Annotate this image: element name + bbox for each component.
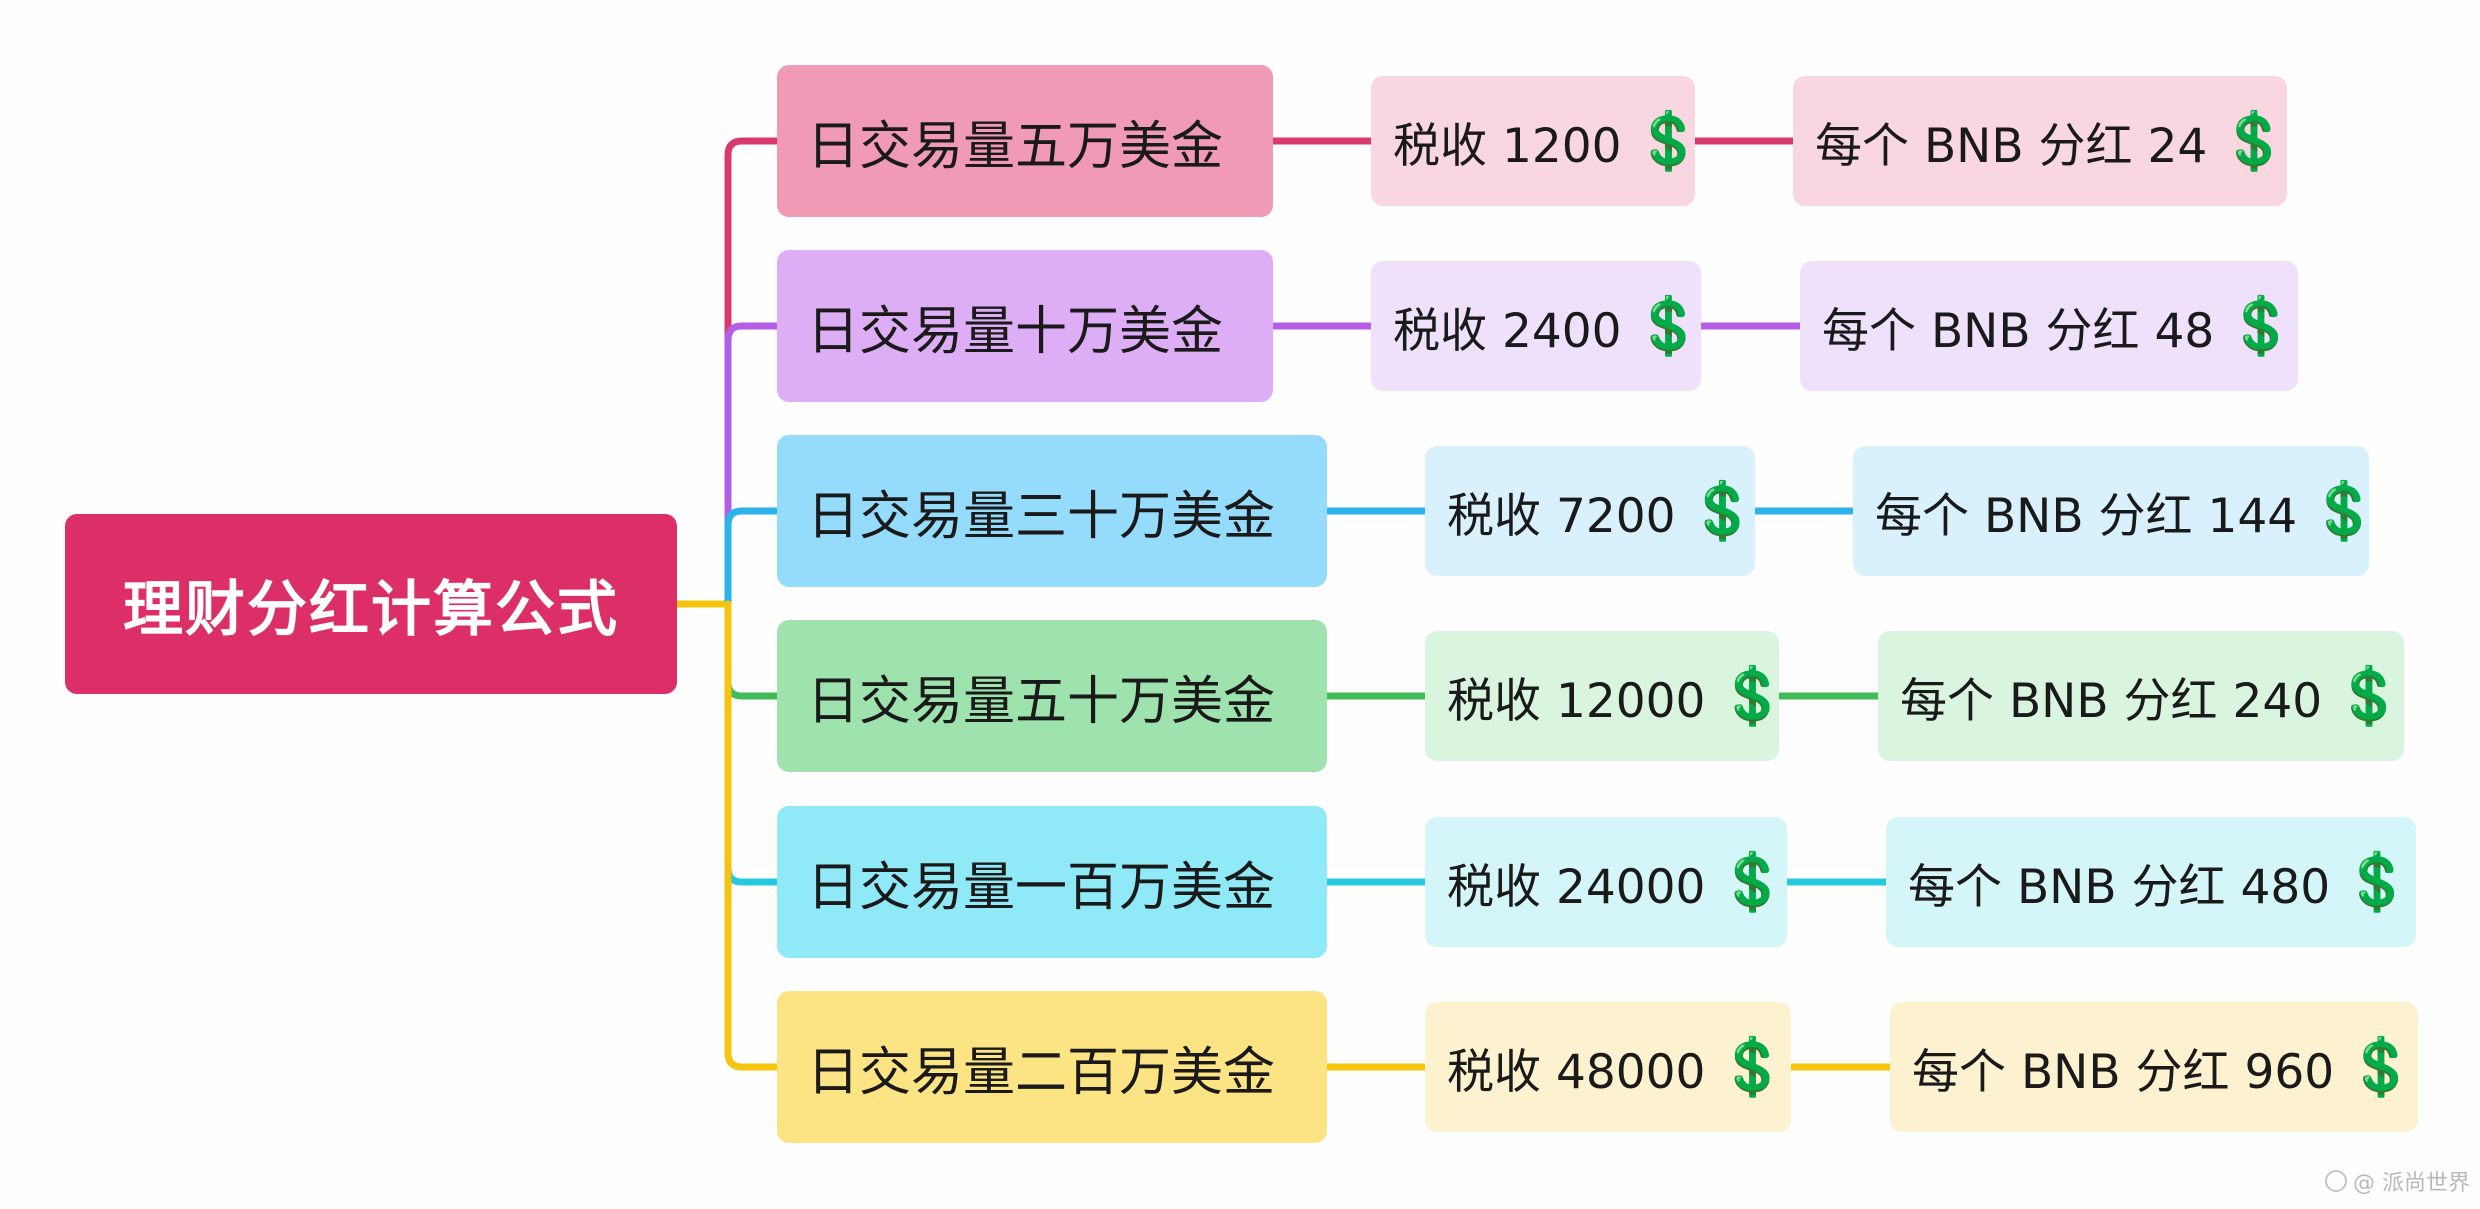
dollar-sign-icon: 💲 xyxy=(2334,664,2404,729)
tax-node[interactable]: 税收 48000💲 xyxy=(1425,1002,1791,1132)
watermark-logo-icon xyxy=(2325,1170,2347,1192)
tax-node[interactable]: 税收 24000💲 xyxy=(1425,817,1787,947)
watermark: @ 派尚世界 xyxy=(2325,1165,2470,1197)
branch-connector xyxy=(724,600,781,700)
bnb-label: 每个 BNB 分红 24 xyxy=(1815,118,2208,174)
bnb-node[interactable]: 每个 BNB 分红 24💲 xyxy=(1793,76,2290,206)
bnb-label: 每个 BNB 分红 48 xyxy=(1822,303,2215,359)
tax-label: 税收 7200 xyxy=(1447,488,1676,544)
tax-label: 税收 12000 xyxy=(1447,673,1706,729)
tax-node[interactable]: 税收 7200💲 xyxy=(1425,446,1758,576)
volume-node[interactable]: 日交易量三十万美金 xyxy=(777,435,1327,587)
bnb-label: 每个 BNB 分红 480 xyxy=(1908,859,2331,915)
dollar-sign-icon: 💲 xyxy=(2346,1035,2416,1100)
dollar-sign-icon: 💲 xyxy=(2309,479,2379,544)
dollar-sign-icon: 💲 xyxy=(2219,109,2290,174)
dollar-sign-icon: 💲 xyxy=(1633,109,1704,174)
volume-label: 日交易量五十万美金 xyxy=(807,671,1276,732)
volume-label: 日交易量二百万美金 xyxy=(807,1042,1276,1103)
volume-node[interactable]: 日交易量二百万美金 xyxy=(777,991,1327,1143)
branch-connector xyxy=(724,507,781,608)
bnb-node[interactable]: 每个 BNB 分红 480💲 xyxy=(1886,817,2416,947)
bnb-label: 每个 BNB 分红 240 xyxy=(1900,673,2323,729)
volume-node[interactable]: 日交易量五万美金 xyxy=(777,65,1273,217)
tax-label: 税收 24000 xyxy=(1447,859,1706,915)
volume-node[interactable]: 日交易量一百万美金 xyxy=(777,806,1327,958)
branch-connector xyxy=(724,600,781,1071)
tax-node[interactable]: 税收 12000💲 xyxy=(1425,631,1787,761)
bnb-node[interactable]: 每个 BNB 分红 144💲 xyxy=(1853,446,2379,576)
bnb-node[interactable]: 每个 BNB 分红 960💲 xyxy=(1890,1002,2418,1132)
tax-label: 税收 48000 xyxy=(1447,1044,1706,1100)
bnb-label: 每个 BNB 分红 144 xyxy=(1875,488,2298,544)
volume-node[interactable]: 日交易量十万美金 xyxy=(777,250,1273,402)
bnb-node[interactable]: 每个 BNB 分红 240💲 xyxy=(1878,631,2404,761)
dollar-sign-icon: 💲 xyxy=(2342,850,2412,915)
volume-label: 日交易量十万美金 xyxy=(807,301,1224,362)
dollar-sign-icon: 💲 xyxy=(2226,294,2297,359)
dollar-sign-icon: 💲 xyxy=(1717,664,1788,729)
volume-label: 日交易量三十万美金 xyxy=(807,486,1276,547)
dollar-sign-icon: 💲 xyxy=(1687,479,1758,544)
volume-label: 日交易量一百万美金 xyxy=(807,857,1276,918)
branch-connector xyxy=(724,600,781,886)
dollar-sign-icon: 💲 xyxy=(1633,294,1704,359)
tax-node[interactable]: 税收 1200💲 xyxy=(1371,76,1703,206)
dollar-sign-icon: 💲 xyxy=(1717,1035,1788,1100)
volume-label: 日交易量五万美金 xyxy=(807,116,1224,177)
tax-label: 税收 2400 xyxy=(1393,303,1622,359)
bnb-label: 每个 BNB 分红 960 xyxy=(1912,1044,2335,1100)
root-label: 理财分红计算公式 xyxy=(123,574,619,645)
tax-node[interactable]: 税收 2400💲 xyxy=(1371,261,1704,391)
dollar-sign-icon: 💲 xyxy=(1717,850,1788,915)
branch-connector xyxy=(724,137,781,608)
watermark-text: @ 派尚世界 xyxy=(2353,1171,2470,1196)
tax-label: 税收 1200 xyxy=(1393,118,1622,174)
branch-connector xyxy=(724,322,781,608)
volume-node[interactable]: 日交易量五十万美金 xyxy=(777,620,1327,772)
root-node[interactable]: 理财分红计算公式 xyxy=(65,514,677,694)
bnb-node[interactable]: 每个 BNB 分红 48💲 xyxy=(1800,261,2298,391)
